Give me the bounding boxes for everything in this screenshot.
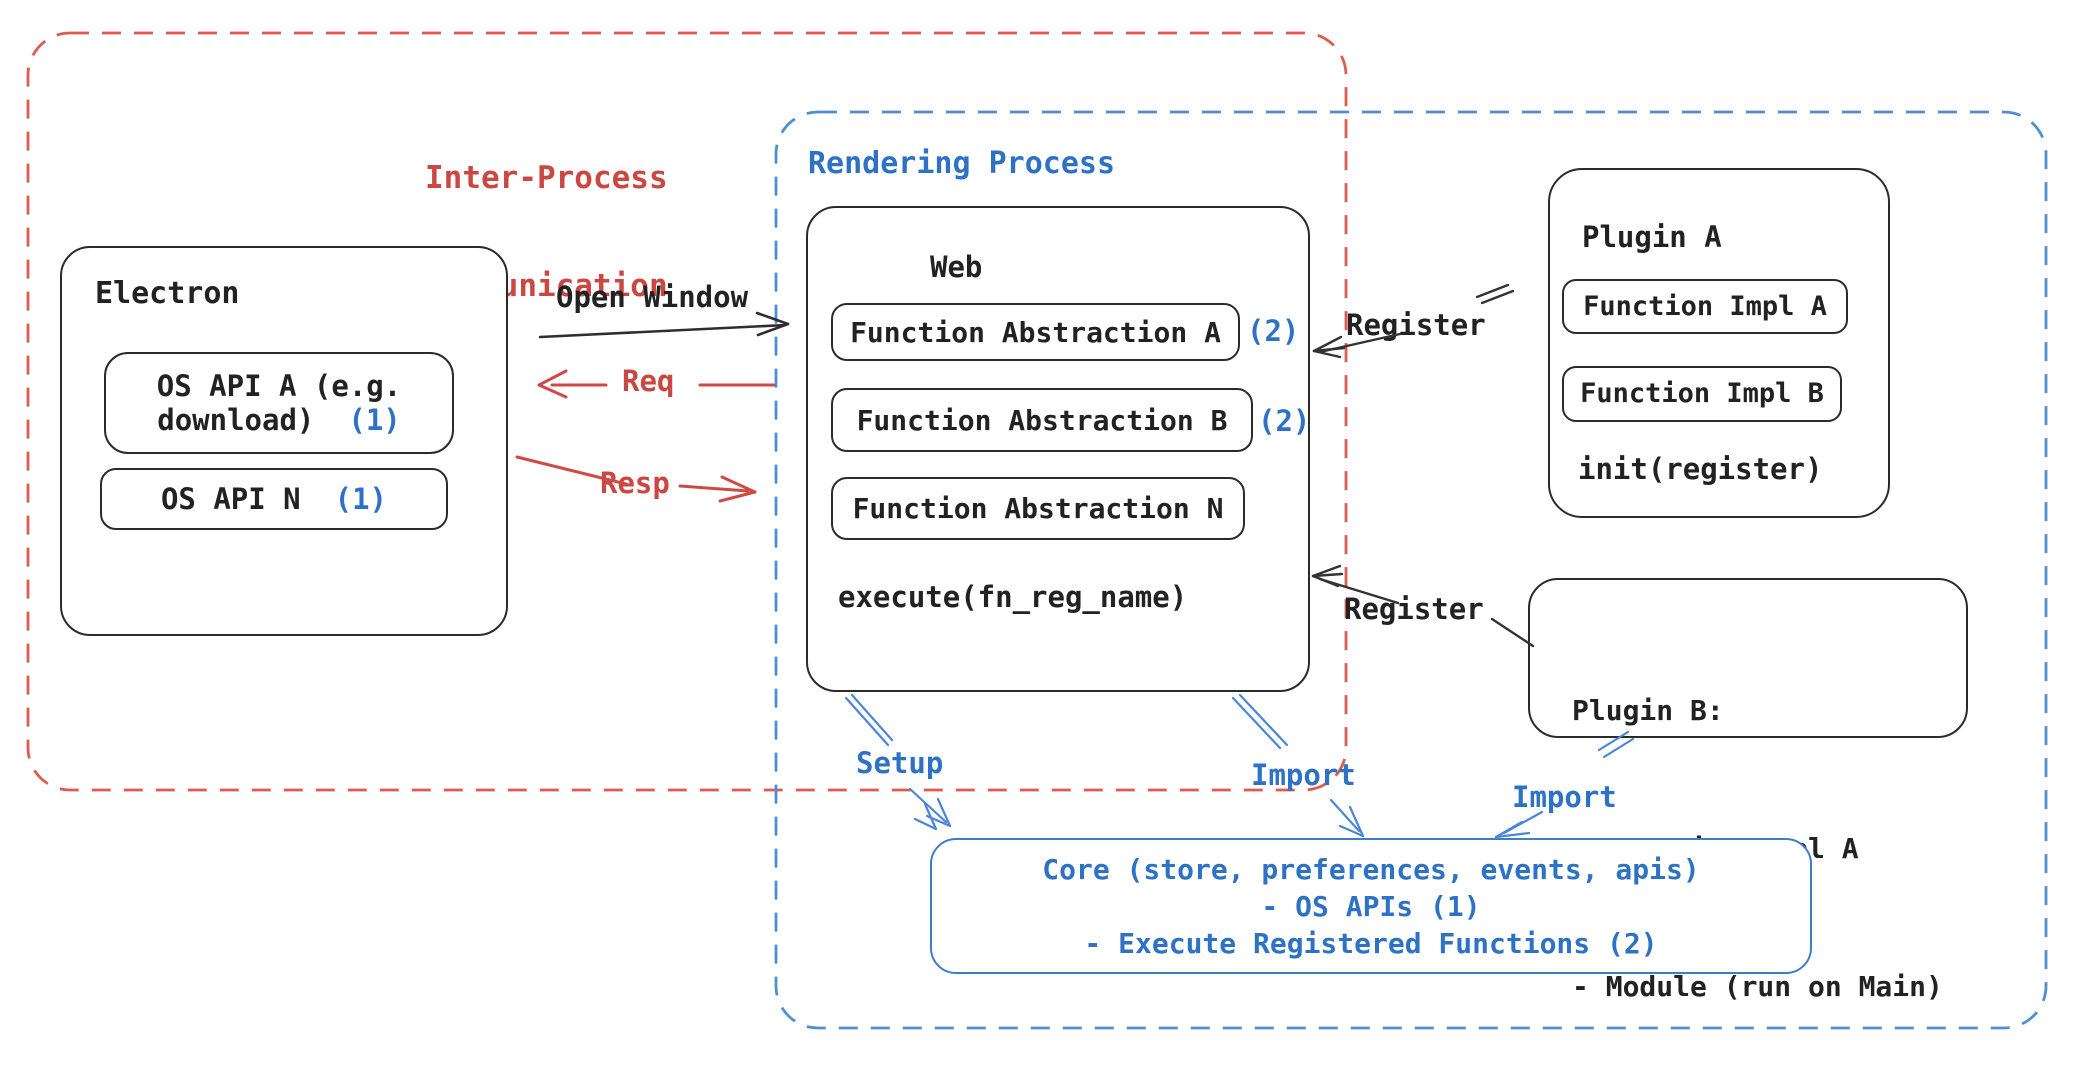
- plugin-a-impl-b-box: Function Impl B: [1562, 366, 1842, 422]
- function-abstraction-b-box: Function Abstraction B: [831, 388, 1253, 452]
- setup-label: Setup: [856, 746, 944, 780]
- function-abstraction-a-label: Function Abstraction A: [850, 315, 1221, 349]
- import-web-label: Import: [1251, 758, 1356, 792]
- electron-title: Electron: [95, 276, 240, 311]
- web-title: Web: [930, 250, 983, 284]
- plugin-a-impl-b-label: Function Impl B: [1580, 378, 1824, 409]
- plugin-a-init-text: init(register): [1578, 452, 1823, 486]
- execute-text: execute(fn_reg_name): [838, 580, 1188, 614]
- os-api-a-box: OS API A (e.g. download)(1): [104, 352, 454, 454]
- plugin-a-impl-a-label: Function Impl A: [1583, 290, 1827, 322]
- core-box: Core (store, preferences, events, apis) …: [930, 838, 1812, 974]
- os-api-a-line2: download)(1): [157, 403, 401, 437]
- plugin-a-box: [1548, 168, 1890, 518]
- function-abstraction-n-box: Function Abstraction N: [831, 477, 1245, 540]
- req-label: Req: [622, 364, 675, 398]
- os-api-n-badge: (1): [334, 482, 388, 516]
- plugin-b-content: Plugin B: - Function Impl A - Module (ru…: [1572, 596, 1943, 1066]
- os-api-n-line: OS API N(1): [160, 482, 388, 516]
- rendering-region-label: Rendering Process: [808, 146, 1116, 181]
- register-bottom-label: Register: [1344, 592, 1484, 626]
- plugin-b-title: Plugin B:: [1572, 694, 1724, 727]
- os-api-n-box: OS API N(1): [100, 468, 448, 530]
- plugin-a-title: Plugin A: [1582, 220, 1722, 254]
- core-line1: Core (store, preferences, events, apis): [1042, 852, 1700, 886]
- os-api-a-line1: OS API A (e.g.: [156, 369, 402, 403]
- register-top-label: Register: [1346, 308, 1486, 342]
- plugin-b-item2: - Module (run on Main): [1572, 970, 1943, 1003]
- core-line2: - OS APIs (1): [1261, 889, 1481, 923]
- resp-label: Resp: [600, 466, 670, 500]
- plugin-a-impl-a-box: Function Impl A: [1562, 279, 1848, 334]
- function-abstraction-b-label: Function Abstraction B: [856, 403, 1228, 437]
- import-plugin-label: Import: [1512, 780, 1617, 814]
- plugin-b-box: [1528, 578, 1968, 738]
- ipc-label-line1: Inter-Process: [425, 160, 668, 196]
- function-abstraction-n-label: Function Abstraction N: [852, 492, 1224, 525]
- function-abstraction-a-box: Function Abstraction A: [831, 303, 1240, 361]
- function-abstraction-b-badge: (2): [1258, 404, 1311, 438]
- core-line3: - Execute Registered Functions (2): [1084, 926, 1658, 960]
- function-abstraction-a-badge: (2): [1247, 314, 1300, 348]
- open-window-label: Open Window: [556, 280, 749, 314]
- os-api-a-badge: (1): [348, 403, 401, 437]
